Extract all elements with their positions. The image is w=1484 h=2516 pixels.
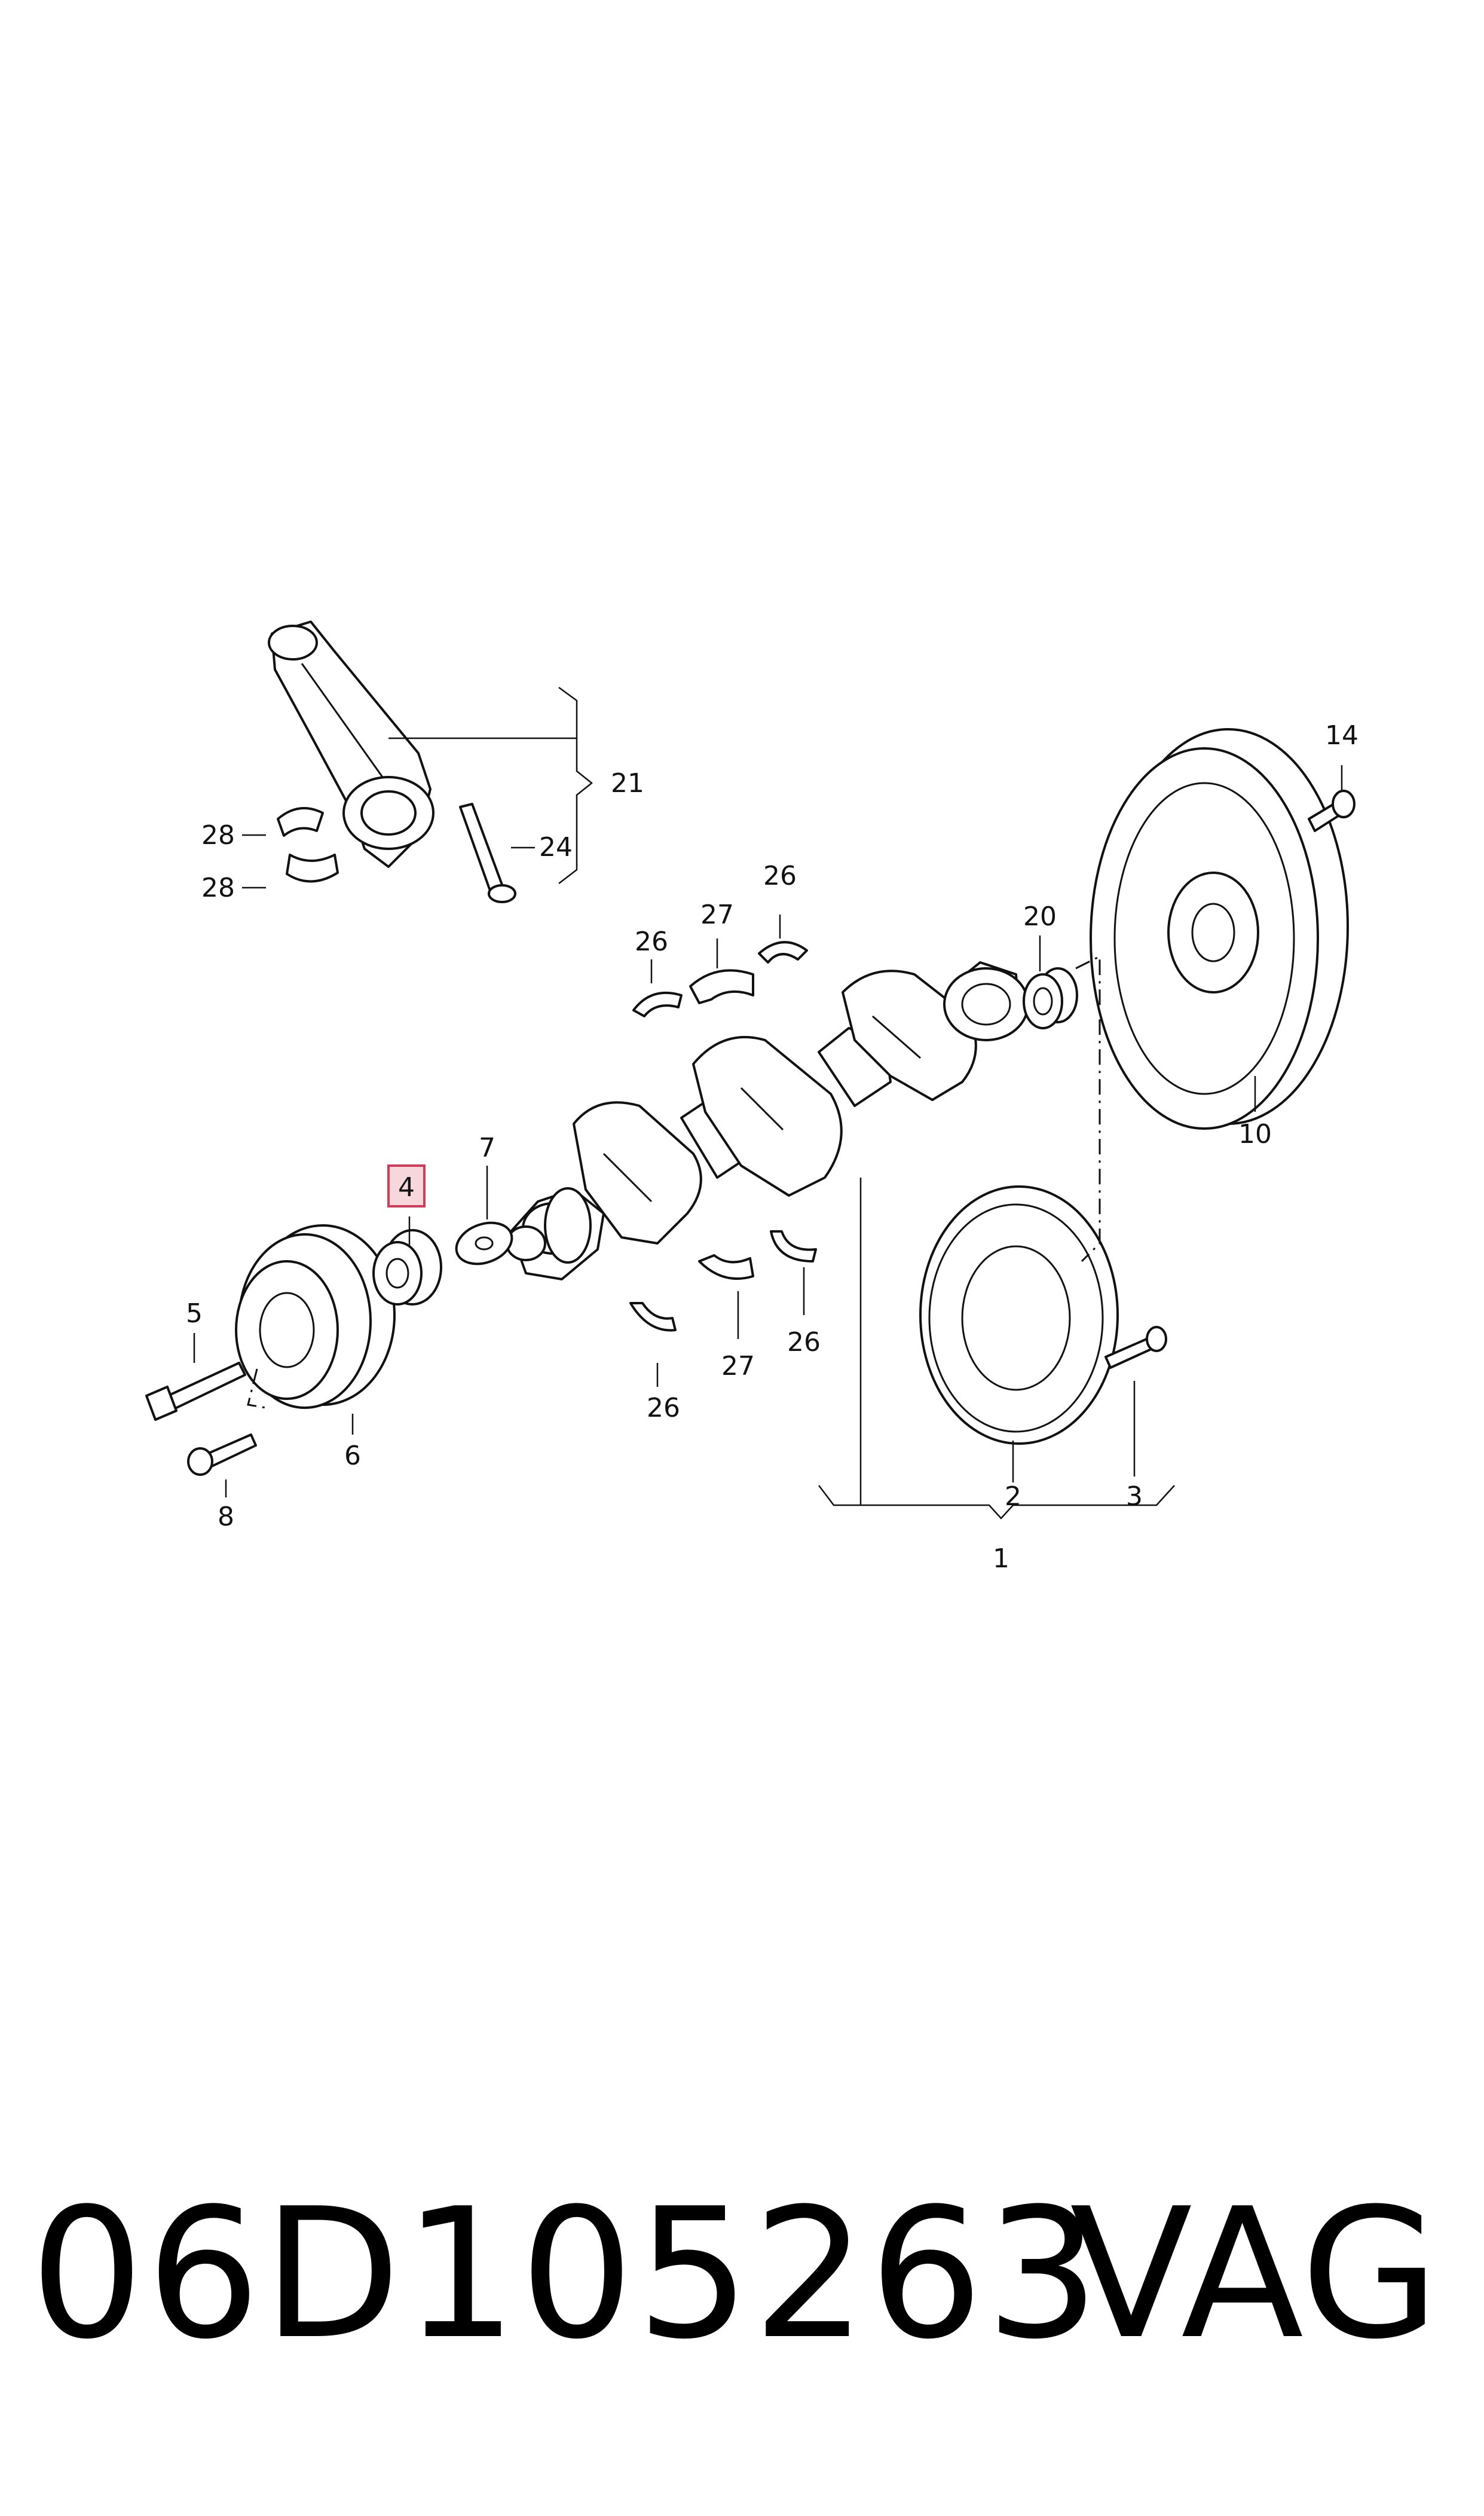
rod-bearing-shell-upper (277, 807, 324, 837)
bearing-shell-upper (689, 969, 754, 1004)
thrust-washer-front (455, 1221, 513, 1265)
pulley-bolt (187, 1433, 257, 1476)
bracket-1 (818, 1485, 1175, 1520)
crankshaft (506, 961, 1029, 1280)
rod-bolt (459, 803, 516, 903)
callout-21[interactable]: 21 (611, 768, 644, 799)
needle-bearing (1023, 967, 1078, 1029)
callout-6[interactable]: 6 (344, 1441, 361, 1471)
callout-26-upper-right[interactable]: 26 (763, 861, 797, 891)
callout-27-lower[interactable]: 27 (721, 1351, 755, 1381)
ring-gear-driveplate (919, 1185, 1119, 1445)
driveplate-bolt (1104, 1326, 1167, 1369)
part-caption: 06D105263 VAG (30, 2176, 1464, 2373)
thrust-washer-upper-right (758, 941, 808, 964)
bracket-21 (558, 686, 593, 884)
callout-3[interactable]: 3 (1126, 1481, 1143, 1512)
callout-8[interactable]: 8 (218, 1502, 234, 1532)
callout-20[interactable]: 20 (1023, 901, 1057, 932)
callout-26-lower-left[interactable]: 26 (647, 1393, 680, 1423)
thrust-washer-lower-left (629, 1302, 677, 1332)
callout-2[interactable]: 2 (1005, 1481, 1021, 1512)
pulley-center-bolt (145, 1362, 246, 1421)
brand-name: VAG (1070, 2170, 1440, 2379)
callout-10[interactable]: 10 (1238, 1119, 1272, 1150)
callout-26-upper-left[interactable]: 26 (635, 927, 668, 957)
callout-5[interactable]: 5 (186, 1298, 203, 1329)
callout-14[interactable]: 14 (1325, 720, 1358, 751)
crank-timing-gear-ring (544, 1187, 592, 1264)
flywheel (1090, 728, 1349, 1130)
flywheel-bolt (1308, 790, 1356, 832)
callout-24[interactable]: 24 (539, 832, 573, 863)
thrust-washer-upper-left (632, 991, 683, 1017)
callout-27-upper[interactable]: 27 (700, 900, 734, 930)
part-number: 06D105263 (30, 2170, 1102, 2379)
callout-28-lower[interactable]: 28 (201, 873, 235, 903)
bearing-shell-lower (698, 1254, 754, 1280)
callout-28-upper[interactable]: 28 (201, 820, 235, 851)
timing-gear (372, 1229, 442, 1306)
thrust-washer-lower-right (770, 1230, 817, 1262)
connecting-rod (268, 620, 435, 868)
rod-bearing-shell-lower (286, 854, 339, 883)
callout-26-lower-right[interactable]: 26 (787, 1327, 821, 1358)
callout-7[interactable]: 7 (479, 1133, 495, 1163)
vibration-damper-pulley (235, 1224, 396, 1409)
callout-4-highlight (387, 1164, 426, 1207)
callout-4[interactable]: 4 (398, 1172, 415, 1203)
assembly-axis-line (1075, 955, 1101, 1262)
callout-1[interactable]: 1 (993, 1543, 1009, 1574)
